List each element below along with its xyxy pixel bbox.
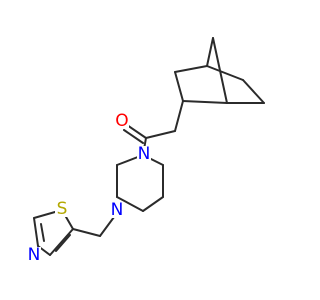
sulfur-atom-label: S: [57, 199, 68, 219]
bond: [116, 196, 144, 212]
bond: [145, 130, 176, 139]
bond: [142, 196, 164, 212]
bond: [206, 65, 244, 81]
label-background: [27, 247, 41, 263]
acyl-linker: [123, 100, 184, 156]
thiazole-nitrogen-label: N: [28, 245, 41, 265]
bond: [123, 129, 144, 144]
label-background: [115, 113, 129, 129]
bond: [174, 71, 184, 102]
bond: [182, 100, 228, 104]
piperazine-nitrogen-label: N: [138, 144, 151, 164]
label-background: [110, 202, 124, 218]
oxygen-atom-label: O: [115, 111, 128, 131]
norbornane-group: [174, 37, 265, 104]
atom-labels: O N N S N: [27, 111, 151, 265]
bond: [33, 217, 39, 247]
bond: [242, 79, 265, 104]
bond: [49, 228, 74, 256]
bond: [40, 223, 45, 242]
structure-canvas: O N N S N: [27, 37, 265, 265]
bond: [72, 228, 101, 237]
bond: [55, 234, 71, 252]
bond: [174, 100, 184, 132]
label-background: [137, 146, 151, 162]
bond: [206, 37, 214, 67]
bond: [126, 124, 147, 139]
bond: [174, 65, 208, 73]
molecule-diagram: O N N S N: [27, 37, 265, 265]
label-background: [55, 201, 69, 217]
piperazine-nitrogen-label: N: [111, 200, 124, 220]
bond: [212, 37, 228, 104]
